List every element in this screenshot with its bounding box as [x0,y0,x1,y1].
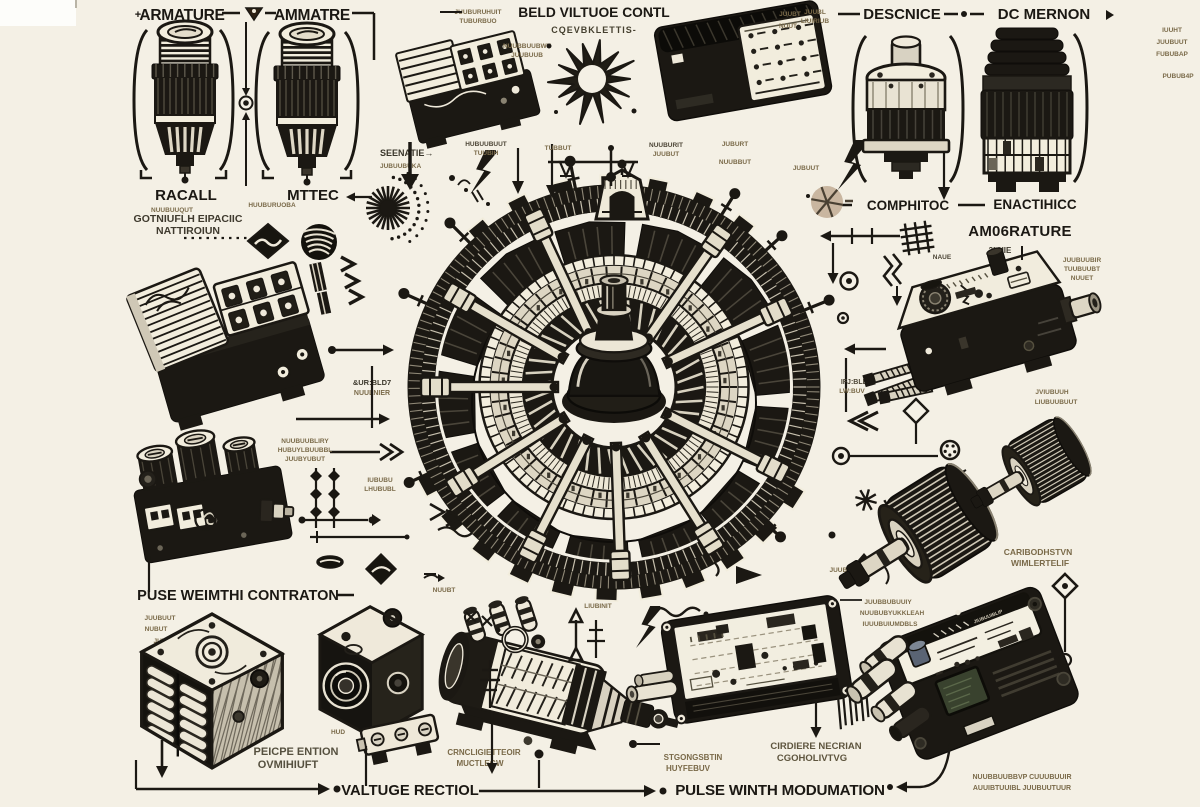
svg-text:NUUBBUUBWY: NUUBBUUBWY [503,43,552,50]
svg-text:NUUBUUQUT: NUUBUUQUT [151,207,193,214]
svg-text:NUUBURIT: NUUBURIT [649,142,683,149]
svg-text:NATTIROIUN: NATTIROIUN [156,225,220,237]
svg-text:HUBUYLBUUBBL: HUBUYLBUUBBL [278,447,333,454]
svg-text:TUBBUT: TUBBUT [545,145,572,152]
svg-text:JUBURT: JUBURT [722,141,748,148]
svg-text:JVIUBUUH: JVIUBUUH [1035,389,1069,396]
svg-text:IUUHT: IUUHT [1162,27,1182,34]
svg-text:HUUBURUOBA: HUUBURUOBA [248,202,296,209]
svg-text:LIUBINIT: LIUBINIT [584,603,611,610]
svg-text:LHUBUBL: LHUBUBL [364,486,395,493]
svg-text:NUUBUBYUKKLEAH: NUUBUBYUKKLEAH [860,610,925,617]
svg-text:NUUT: NUUT [779,23,797,30]
svg-text:FUBUBAP: FUBUBAP [1156,51,1188,58]
svg-text:JUUBUUT: JUUBUUT [1156,39,1187,46]
svg-text:TUUBIH: TUUBIH [474,150,499,157]
svg-text:HUYFEBUV: HUYFEBUV [666,764,711,773]
svg-text:PULSE WINTH MODUMATION: PULSE WINTH MODUMATION [675,782,885,799]
svg-text:NUBUT: NUBUT [145,626,168,633]
svg-text:OVMIHIUFT: OVMIHIUFT [258,759,319,771]
svg-text:.: . [650,3,654,19]
svg-text:LIUBUUBUUT: LIUBUUBUUT [1035,399,1078,406]
svg-text:SEENATIE→: SEENATIE→ [380,148,433,158]
svg-text:NAUE: NAUE [933,254,952,261]
svg-text:TUUBUUBT: TUUBUUBT [1064,266,1100,273]
svg-text:JUUBYUBUT: JUUBYUBUT [285,456,325,463]
svg-text:RACALL: RACALL [155,187,217,204]
svg-text:PUSE WEIMTHI CONTRATON: PUSE WEIMTHI CONTRATON [137,588,339,604]
svg-text:TUBURBUO: TUBURBUO [459,18,496,25]
svg-text:JUBUUT: JUBUUT [793,165,819,172]
svg-text:AM06RATURE: AM06RATURE [968,223,1071,240]
svg-text:JUUBUT: JUUBUT [653,151,679,158]
svg-text:JUUBL: JUUBL [804,9,826,16]
svg-text:NUUBBUT: NUUBBUT [719,159,751,166]
svg-text:STGONGSBTIN: STGONGSBTIN [664,753,723,762]
svg-text:NUUET: NUUET [1071,275,1093,282]
svg-text:JUUBUUB: JUUBUUB [511,52,543,59]
svg-text:HUBUUBUUT: HUBUUBUUT [465,141,507,148]
svg-text:CARIBODHSTVN: CARIBODHSTVN [1004,547,1072,557]
svg-text:JUUBUUT: JUUBUUT [144,615,175,622]
svg-text:HUD: HUD [331,729,345,736]
svg-text:IFJ:BLE7: IFJ:BLE7 [841,379,871,386]
svg-text:AMMATRE: AMMATRE [274,7,350,24]
svg-text:NUUBUUBLIRY: NUUBUUBLIRY [281,438,329,445]
svg-text:+: + [135,9,141,21]
svg-text:JUUBURUHUIT: JUUBURUHUIT [455,9,502,16]
svg-text:PEICPE ENTION: PEICPE ENTION [254,746,339,758]
svg-text:CRNCLIGIETTEOIR: CRNCLIGIETTEOIR [447,748,521,757]
svg-text:VALTUGE RECTIOL: VALTUGE RECTIOL [341,783,479,799]
svg-text:ENACTIHICC: ENACTIHICC [993,197,1076,212]
svg-text:MTTEC: MTTEC [287,187,339,204]
svg-text:DESCNICE: DESCNICE [863,6,941,23]
svg-text:JUUBBUBUUIY: JUUBBUBUUIY [864,599,912,606]
svg-text:BELD VILTUOE CONTL: BELD VILTUOE CONTL [518,5,670,20]
svg-text:AUUIBTUUIBL JUUBUUTUUR: AUUIBTUUIBL JUUBUUTUUR [973,785,1071,792]
svg-text:CGOHOLIVTVG: CGOHOLIVTVG [777,753,847,764]
svg-text:MUCTLEGW: MUCTLEGW [456,759,504,768]
svg-text:DC MERNON: DC MERNON [998,6,1091,23]
svg-text:NUUBBUUBBVP CUUUBUUIR: NUUBBUUBBVP CUUUBUUIR [972,774,1071,781]
svg-text:CQEVBKLETTIS‑: CQEVBKLETTIS‑ [551,25,637,35]
svg-text:JUUBUUBIR: JUUBUUBIR [1063,257,1102,264]
svg-text:IUBUBU: IUBUBU [367,477,393,484]
svg-text:CIRDIERE NECRIAN: CIRDIERE NECRIAN [770,741,861,752]
svg-text:NUUBT: NUUBT [433,587,456,594]
svg-text:COMPHITOC: COMPHITOC [867,198,950,213]
svg-text:LW:BUV: LW:BUV [839,388,865,395]
svg-text:PUBUB4P: PUBUB4P [1162,73,1194,80]
svg-text:ARMATURE: ARMATURE [139,7,224,24]
svg-text:GOTNIUFLH EIPACIIC: GOTNIUFLH EIPACIIC [134,213,243,225]
svg-text:IUUUBUIUMDBLS: IUUUBUIUMDBLS [863,621,919,628]
svg-text:JUUBT: JUUBT [779,11,801,18]
svg-text:JUUBUUT: JUUBUUT [829,567,860,574]
svg-text:WIMLERTELIF: WIMLERTELIF [1011,558,1069,568]
svg-text:LIUIRIUB: LIUIRIUB [801,18,829,25]
svg-text:JUBUUBUKA: JUBUUBUKA [380,163,421,170]
